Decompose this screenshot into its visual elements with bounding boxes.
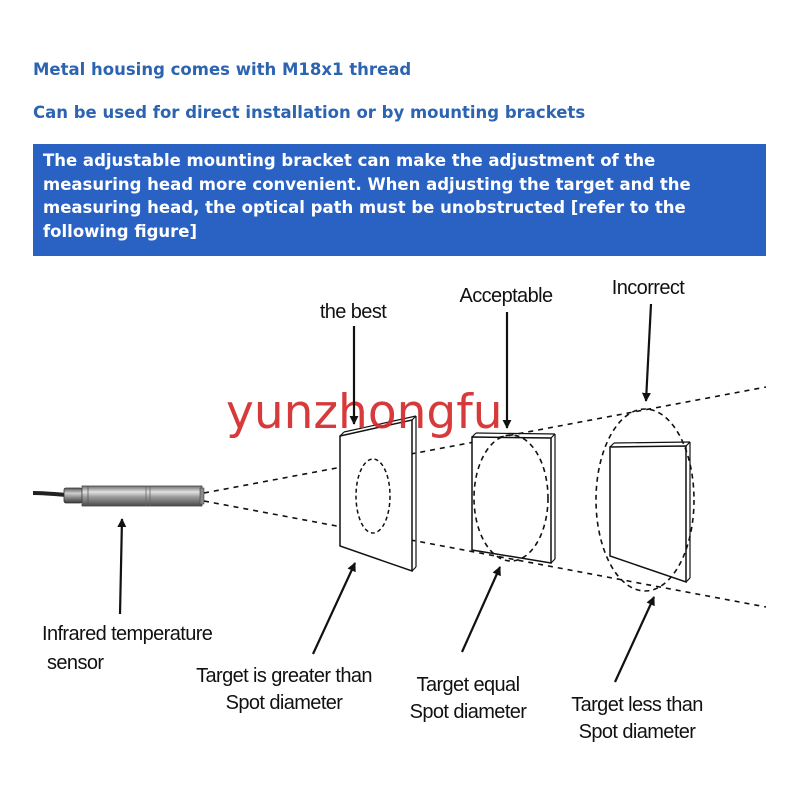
label-target3-line2: Spot diameter: [579, 721, 697, 743]
heading-metal-housing: Metal housing comes with M18x1 thread: [33, 60, 412, 79]
label-incorrect: Incorrect: [612, 277, 685, 299]
label-target1-line1: Target is greater than: [196, 665, 372, 687]
label-target2-line2: Spot diameter: [410, 701, 528, 723]
arrow-incorrect: [641, 303, 653, 402]
spot-circle-1: [355, 458, 391, 534]
arrow-target-1: [312, 562, 356, 655]
arrow-sensor: [117, 518, 127, 615]
arrow-target-2: [460, 566, 502, 653]
sensor-cable: [32, 491, 67, 497]
label-the-best: the best: [320, 301, 387, 323]
spot-circle-2: [473, 434, 549, 562]
info-box-text: The adjustable mounting bracket can make…: [43, 151, 691, 241]
label-target3-line1: Target less than: [571, 694, 703, 716]
info-box: The adjustable mounting bracket can make…: [33, 144, 766, 256]
label-sensor-line2: sensor: [47, 652, 104, 674]
infrared-sensor: [63, 485, 205, 507]
arrow-target-3: [614, 596, 655, 683]
heading-installation: Can be used for direct installation or b…: [33, 103, 586, 122]
label-target1-line2: Spot diameter: [226, 692, 344, 714]
label-acceptable: Acceptable: [460, 285, 553, 307]
target-1: [339, 415, 417, 573]
target-3: [595, 408, 695, 592]
spot-circle-3: [595, 408, 695, 592]
target-2: [471, 432, 556, 564]
label-target2-line1: Target equal: [417, 674, 520, 696]
label-sensor-line1: Infrared temperature: [42, 623, 213, 645]
watermark-text: yunzhongfu: [226, 385, 503, 440]
